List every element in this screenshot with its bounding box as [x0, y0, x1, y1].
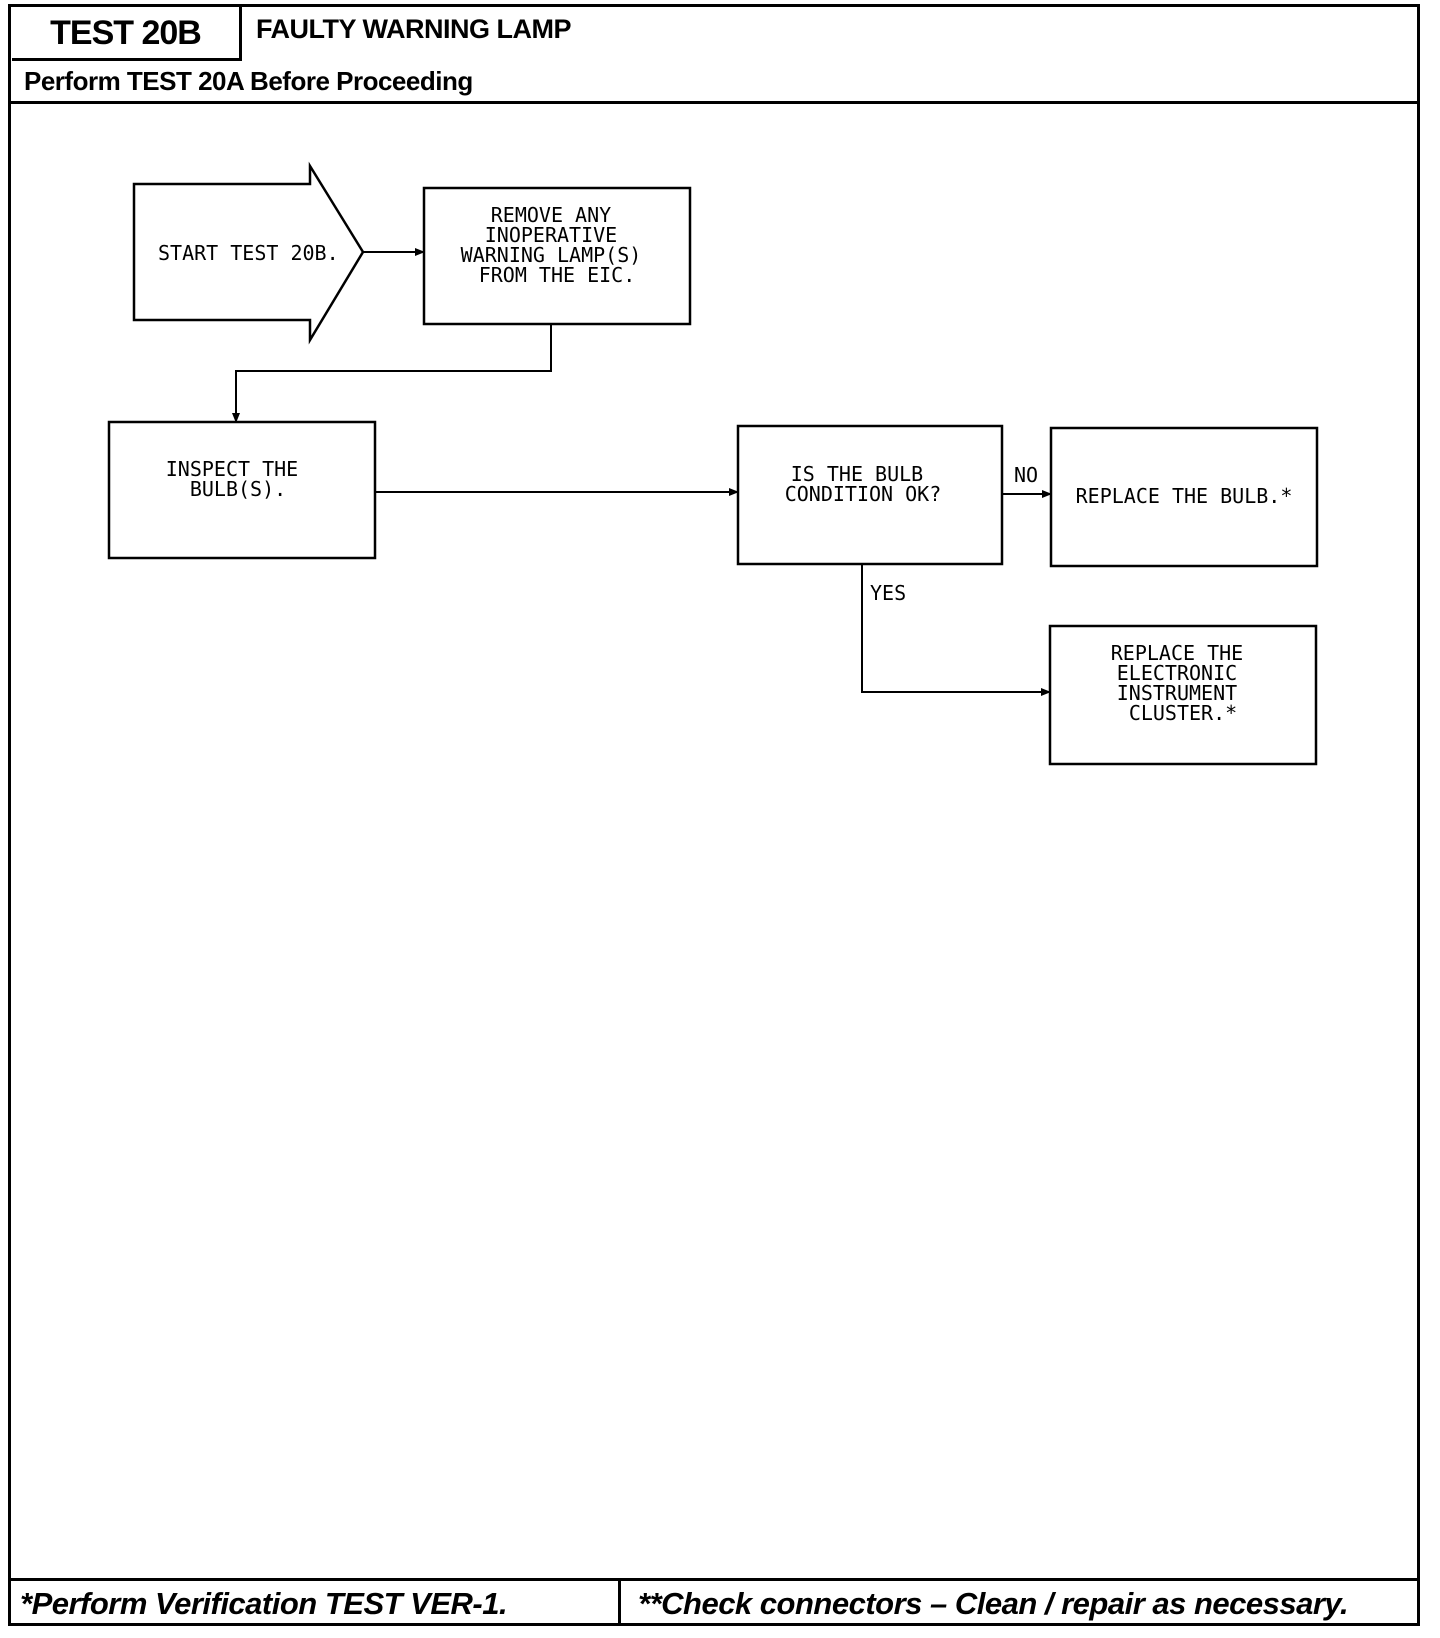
test-prerequisite: Perform TEST 20A Before Proceeding: [24, 66, 473, 96]
remove-line-1: REMOVE ANY: [491, 203, 611, 227]
inspect-bulb-box: [107, 420, 377, 560]
replace-bulb-box: [1049, 426, 1319, 568]
test-title: FAULTY WARNING LAMP: [256, 14, 572, 44]
footer-separator: [618, 1580, 621, 1626]
replace-bulb-text: REPLACE THE BULB.*: [1076, 484, 1293, 508]
cluster-line-4: CLUSTER.*: [1129, 701, 1237, 725]
decision-line-1: IS THE BULB: [791, 462, 923, 486]
cluster-line-1: REPLACE THE: [1111, 641, 1243, 665]
label-yes: YES: [870, 581, 906, 605]
decision-line-2: CONDITION OK?: [785, 482, 942, 506]
cluster-line-3: INSTRUMENT: [1117, 681, 1237, 705]
remove-line-3: WARNING LAMP(S): [461, 243, 642, 267]
label-no: NO: [1014, 463, 1038, 487]
inspect-line-1: INSPECT THE: [166, 457, 298, 481]
remove-lamp-box: [422, 186, 692, 326]
page-frame: [8, 4, 1420, 1626]
cluster-line-2: ELECTRONIC: [1117, 661, 1237, 685]
test-id-box: TEST 20B: [12, 6, 242, 61]
footer-divider: [10, 1578, 1418, 1581]
replace-cluster-box: [1048, 624, 1318, 766]
bulb-condition-box: [736, 424, 1004, 566]
remove-line-4: FROM THE EIC.: [479, 263, 636, 287]
footer-connector-note: **Check connectors – Clean / repair as n…: [638, 1586, 1349, 1621]
connector-decision-yes: [861, 564, 1051, 696]
header-divider: [10, 101, 1418, 104]
remove-line-2: INOPERATIVE: [485, 223, 617, 247]
replace-cluster-text: REPLACE THE ELECTRONIC INSTRUMENT CLUSTE…: [1111, 641, 1256, 725]
connector-remove-to-inspect: [232, 324, 552, 423]
start-arrow-shape: [132, 161, 365, 345]
remove-lamp-text: REMOVE ANY INOPERATIVE WARNING LAMP(S) F…: [461, 203, 654, 287]
inspect-line-2: BULB(S).: [190, 477, 286, 501]
inspect-bulb-text: INSPECT THE BULB(S).: [166, 457, 311, 501]
bulb-condition-text: IS THE BULB CONDITION OK?: [785, 462, 942, 506]
footer-verification-note: *Perform Verification TEST VER-1.: [20, 1586, 508, 1621]
start-label: START TEST 20B.: [158, 241, 339, 265]
